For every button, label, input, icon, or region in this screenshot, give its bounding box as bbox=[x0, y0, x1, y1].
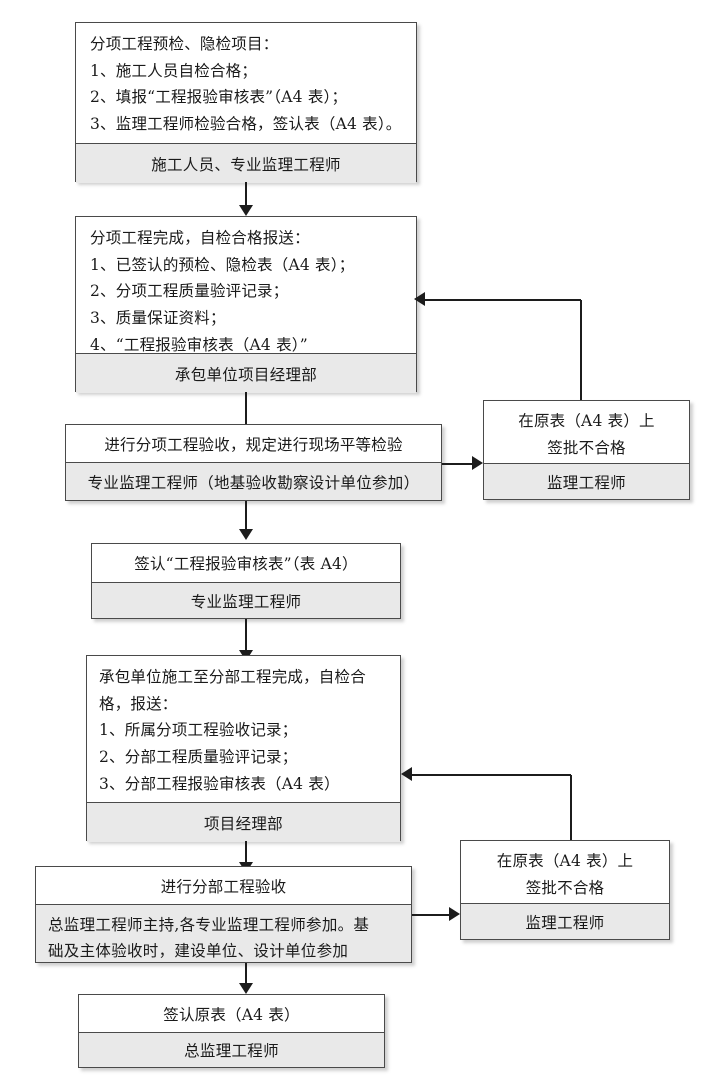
node-footer: 总监理工程师 bbox=[79, 1032, 384, 1067]
node-body: 签认原表（A4 表） bbox=[79, 995, 384, 1032]
node-body-line: 格，报送： bbox=[99, 694, 178, 713]
node-body: 进行分部工程验收 bbox=[36, 867, 411, 904]
node-body-line: 4、“工程报验审核表（A4 表）” bbox=[90, 335, 308, 354]
node-body-line: 签认“工程报验审核表”（表 A4） bbox=[134, 555, 358, 573]
node-body-line: 签批不合格 bbox=[525, 878, 605, 897]
connector-n1-n2 bbox=[245, 182, 247, 207]
node-body: 在原表（A4 表）上 签批不合格 bbox=[461, 841, 669, 903]
node-body-line: 在原表（A4 表）上 bbox=[518, 412, 655, 430]
node-body-line: 1、所属分项工程验收记录； bbox=[99, 721, 298, 740]
node-footer: 项目经理部 bbox=[87, 802, 400, 842]
node-body-line: 2、填报“工程报验审核表”（A4 表）； bbox=[90, 88, 348, 107]
node-reject-stamp-lower: 在原表（A4 表）上 签批不合格 监理工程师 bbox=[460, 840, 670, 940]
arrowhead-n6-r2 bbox=[449, 907, 460, 921]
node-footer-line: 总监理工程师主持,各专业监理工程师参加。基 bbox=[48, 916, 370, 934]
connector-n6-n7 bbox=[245, 963, 247, 989]
node-body-line: 签批不合格 bbox=[547, 438, 626, 457]
node-reject-stamp-upper: 在原表（A4 表）上 签批不合格 监理工程师 bbox=[483, 400, 690, 500]
node-body: 进行分项工程验收，规定进行现场平等检验 bbox=[66, 425, 441, 462]
connector-n4-n5 bbox=[245, 619, 247, 655]
node-footer: 承包单位项目经理部 bbox=[76, 353, 416, 393]
node-footer-line: 础及主体验收时，建设单位、设计单位参加 bbox=[48, 942, 349, 961]
node-division-complete-submit: 承包单位施工至分部工程完成，自检合 格，报送： 1、所属分项工程验收记录； 2、… bbox=[86, 655, 401, 842]
node-body-line: 3、分部工程报验审核表（A4 表） bbox=[99, 774, 340, 793]
connector-n5-n6 bbox=[245, 841, 247, 869]
node-body-line: 分项工程完成，自检合格报送： bbox=[90, 229, 310, 247]
node-body-line: 1、施工人员自检合格； bbox=[90, 61, 258, 80]
node-subitem-complete-submit: 分项工程完成，自检合格报送： 1、已签认的预检、隐检表（A4 表）； 2、分项工… bbox=[75, 216, 417, 393]
node-footer: 专业监理工程师 bbox=[92, 582, 400, 618]
node-subitem-acceptance: 进行分项工程验收，规定进行现场平等检验 专业监理工程师（地基验收勘察设计单位参加… bbox=[65, 424, 442, 501]
node-body: 承包单位施工至分部工程完成，自检合 格，报送： 1、所属分项工程验收记录； 2、… bbox=[87, 656, 400, 802]
connector-n3-r1 bbox=[442, 463, 474, 465]
node-body-line: 在原表（A4 表）上 bbox=[496, 852, 634, 870]
node-body: 在原表（A4 表）上 签批不合格 bbox=[484, 401, 689, 463]
node-body-line: 1、已签认的预检、隐检表（A4 表）； bbox=[90, 255, 355, 274]
node-body-line: 进行分部工程验收 bbox=[160, 878, 287, 896]
arrowhead-n3-r1 bbox=[472, 456, 483, 470]
node-body-line: 2、分部工程质量验评记录； bbox=[99, 747, 298, 766]
connector-r2-feedback-horizontal bbox=[410, 774, 571, 776]
node-footer: 施工人员、专业监理工程师 bbox=[76, 143, 416, 183]
arrowhead-n3-n4 bbox=[239, 529, 253, 540]
arrowhead-n6-n7 bbox=[239, 983, 253, 994]
node-footer: 监理工程师 bbox=[484, 463, 689, 499]
connector-r1-feedback-horizontal bbox=[420, 299, 581, 301]
node-body-line: 签认原表（A4 表） bbox=[163, 1006, 300, 1024]
node-footer: 总监理工程师主持,各专业监理工程师参加。基 础及主体验收时，建设单位、设计单位参… bbox=[36, 904, 411, 962]
arrowhead-n1-n2 bbox=[239, 205, 253, 216]
connector-r1-feedback-vertical bbox=[580, 300, 582, 400]
arrowhead-r2-n5 bbox=[401, 767, 412, 781]
node-sign-original-form: 签认原表（A4 表） 总监理工程师 bbox=[78, 994, 385, 1068]
node-body-line: 3、质量保证资料； bbox=[90, 308, 226, 327]
node-footer: 专业监理工程师（地基验收勘察设计单位参加） bbox=[66, 462, 441, 500]
node-body-line: 分项工程预检、隐检项目： bbox=[90, 35, 279, 53]
node-body-line: 进行分项工程验收，规定进行现场平等检验 bbox=[104, 436, 403, 454]
node-sign-report-form: 签认“工程报验审核表”（表 A4） 专业监理工程师 bbox=[91, 543, 401, 619]
node-body: 签认“工程报验审核表”（表 A4） bbox=[92, 544, 400, 582]
arrowhead-r1-n2 bbox=[414, 292, 425, 306]
node-division-acceptance: 进行分部工程验收 总监理工程师主持,各专业监理工程师参加。基 础及主体验收时，建… bbox=[35, 866, 412, 963]
connector-r2-feedback-vertical bbox=[570, 775, 572, 841]
node-footer: 监理工程师 bbox=[461, 903, 669, 939]
connector-n3-n4 bbox=[245, 501, 247, 534]
node-body: 分项工程完成，自检合格报送： 1、已签认的预检、隐检表（A4 表）； 2、分项工… bbox=[76, 217, 416, 354]
node-body-line: 2、分项工程质量验评记录； bbox=[90, 282, 289, 301]
node-subitem-precheck: 分项工程预检、隐检项目： 1、施工人员自检合格； 2、填报“工程报验审核表”（A… bbox=[75, 22, 417, 183]
node-body: 分项工程预检、隐检项目： 1、施工人员自检合格； 2、填报“工程报验审核表”（A… bbox=[76, 23, 416, 143]
connector-n2-n3 bbox=[245, 392, 247, 430]
connector-n6-r2 bbox=[412, 914, 450, 916]
node-body-line: 3、监理工程师检验合格，签认表（A4 表）。 bbox=[90, 114, 402, 133]
node-body-line: 承包单位施工至分部工程完成，自检合 bbox=[99, 668, 366, 686]
